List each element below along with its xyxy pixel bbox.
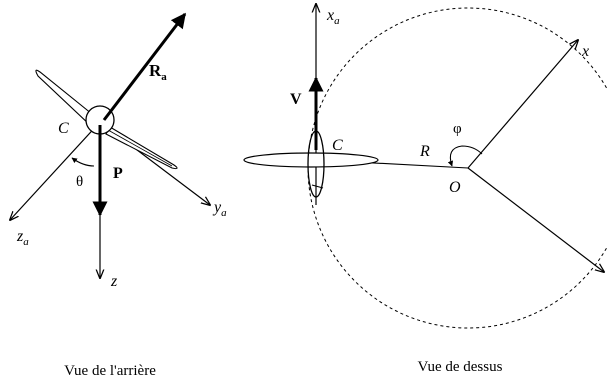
center-c-label: C: [58, 120, 69, 137]
phi-label: φ: [453, 121, 462, 137]
force-ra-vector: [102, 12, 187, 121]
axis-x-label: x: [581, 43, 589, 60]
wing-ellipse: [243, 152, 379, 168]
trajectory-circle: [307, 7, 607, 329]
center-c-label-top: C: [332, 137, 343, 154]
top-view-caption: Vue de dessus: [418, 359, 503, 375]
rear-view-caption: Vue de l'arrière: [64, 363, 156, 379]
theta-label: θ: [76, 174, 83, 190]
theta-angle-arc: [71, 157, 95, 167]
right-wing: [105, 126, 178, 170]
left-wing: [35, 69, 93, 127]
rear-view: Ra C P θ ya za z Vue de l'arrière: [10, 12, 227, 379]
fuselage-ellipse: [307, 130, 325, 198]
right-wing-spar: [107, 129, 173, 167]
axis-ya-label: ya: [212, 199, 227, 219]
origin-o-label: O: [449, 179, 461, 196]
axis-z-label: z: [110, 273, 118, 290]
velocity-v-label: V: [290, 91, 302, 108]
axis-x-line: [467, 40, 578, 169]
axis-za-line: [10, 121, 101, 220]
force-ra-label: Ra: [149, 61, 167, 83]
axis-y-line: [467, 167, 604, 272]
phi-angle-arc: [447, 145, 483, 167]
weight-p-label: P: [113, 165, 123, 182]
axis-xa-label: xa: [326, 7, 340, 27]
axis-za-label: za: [16, 228, 29, 248]
top-view: xa V C R φ O x Vue de dessus: [243, 4, 607, 375]
fuselage-tail: [311, 184, 324, 189]
radius-r-label: R: [419, 143, 430, 160]
